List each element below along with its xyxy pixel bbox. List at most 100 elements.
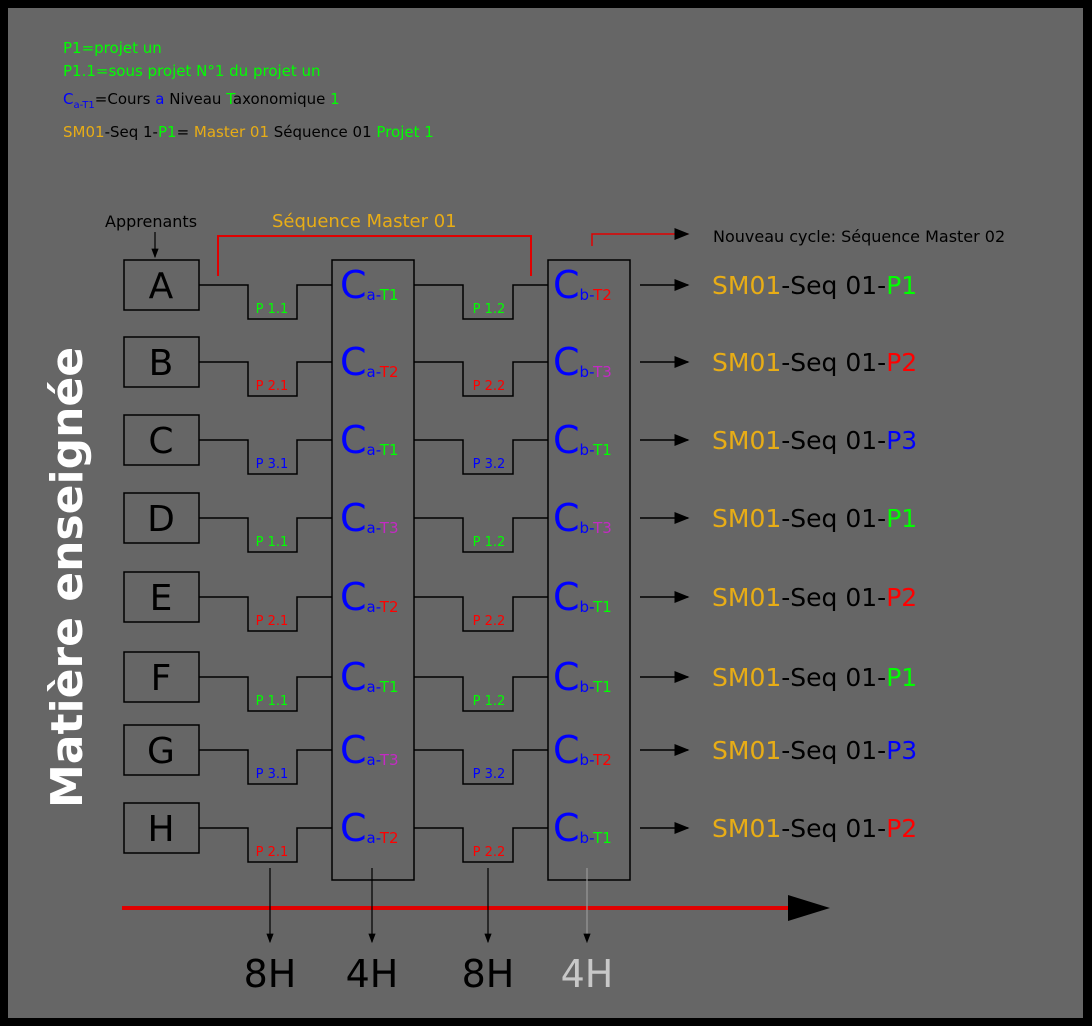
legend-text3: axonomique xyxy=(233,90,330,108)
course-b-label: Cb-T2 xyxy=(553,728,612,772)
learner-row: D P 1.1 P 1.2 Ca-T3 Cb-T3 SM01-Seq 01-P1 xyxy=(123,492,917,553)
learners-label: Apprenants xyxy=(105,212,197,231)
output-label: SM01-Seq 01-P3 xyxy=(712,426,917,455)
project-label-2: P 2.2 xyxy=(473,614,506,629)
project-label-1: P 1.1 xyxy=(256,302,289,317)
sequence-bracket xyxy=(217,235,532,276)
project-label-1: P 2.1 xyxy=(256,614,289,629)
output-label: SM01-Seq 01-P2 xyxy=(712,348,917,377)
course-b-label: Cb-T1 xyxy=(553,806,612,850)
legend-line-3: Ca-T1=Cours a Niveau Taxonomique 1 xyxy=(63,90,340,111)
background-panel xyxy=(8,8,1083,1018)
legend-line-4: SM01-Seq 1-P1= Master 01 Séquence 01 Pro… xyxy=(63,123,434,141)
course-b-label: Cb-T1 xyxy=(553,575,612,619)
project-path-1 xyxy=(199,517,332,553)
learner-letter: D xyxy=(147,499,175,540)
project-path-2 xyxy=(414,361,548,397)
output-label: SM01-Seq 01-P1 xyxy=(712,504,917,533)
project-path-1 xyxy=(199,361,332,397)
learner-row: C P 3.1 P 3.2 Ca-T1 Cb-T1 SM01-Seq 01-P3 xyxy=(123,414,917,475)
legend-master: Master 01 xyxy=(194,123,269,141)
project-label-2: P 2.2 xyxy=(473,845,506,860)
project-path-1 xyxy=(199,596,332,632)
output-label: SM01-Seq 01-P1 xyxy=(712,663,917,692)
output-label: SM01-Seq 01-P1 xyxy=(712,271,917,300)
project-label-2: P 3.2 xyxy=(473,767,506,782)
project-label-1: P 3.1 xyxy=(256,767,289,782)
learner-letter: C xyxy=(148,421,173,462)
duration-label: 4H xyxy=(561,952,614,996)
duration-label: 4H xyxy=(346,952,399,996)
project-path-2 xyxy=(414,596,548,632)
project-path-1 xyxy=(199,749,332,785)
legend-eq: = xyxy=(177,123,194,141)
project-path-2 xyxy=(414,676,548,712)
duration-label: 8H xyxy=(462,952,515,996)
output-label: SM01-Seq 01-P3 xyxy=(712,736,917,765)
output-label: SM01-Seq 01-P2 xyxy=(712,583,917,612)
course-b-label: Cb-T1 xyxy=(553,655,612,699)
learner-letter: B xyxy=(149,343,174,384)
project-path-2 xyxy=(414,517,548,553)
project-path-2 xyxy=(414,439,548,475)
legend: P1=projet un P1.1=sous projet N°1 du pro… xyxy=(63,39,434,141)
legend-line-2: P1.1=sous projet N°1 du projet un xyxy=(63,62,321,80)
legend-line-1: P1=projet un xyxy=(63,39,162,57)
course-a-label: Ca-T1 xyxy=(340,418,399,462)
learner-letter: F xyxy=(151,658,172,699)
legend-c: C xyxy=(63,90,73,108)
course-b-label: Cb-T2 xyxy=(553,263,612,307)
legend-projet: Projet 1 xyxy=(376,123,433,141)
project-path-2 xyxy=(414,284,548,320)
side-title: Matière enseignée xyxy=(42,347,93,808)
legend-t: T xyxy=(225,90,236,108)
legend-p: P1 xyxy=(158,123,177,141)
legend-one: 1 xyxy=(330,90,340,108)
course-a-label: Ca-T2 xyxy=(340,806,399,850)
project-label-2: P 3.2 xyxy=(473,457,506,472)
learner-letter: E xyxy=(150,578,173,619)
course-b-label: Cb-T3 xyxy=(553,340,612,384)
course-a-label: Ca-T2 xyxy=(340,340,399,384)
legend-sequence: Séquence 01 xyxy=(269,123,376,141)
project-label-2: P 1.2 xyxy=(473,535,506,550)
legend-c-sub: a-T1 xyxy=(73,100,94,111)
course-column-a xyxy=(331,259,415,881)
project-label-1: P 2.1 xyxy=(256,379,289,394)
project-path-2 xyxy=(414,749,548,785)
legend-a: a xyxy=(155,90,164,108)
project-label-2: P 1.2 xyxy=(473,694,506,709)
legend-text1: =Cours xyxy=(95,90,155,108)
project-label-1: P 3.1 xyxy=(256,457,289,472)
project-label-1: P 2.1 xyxy=(256,845,289,860)
learner-row: F P 1.1 P 1.2 Ca-T1 Cb-T1 SM01-Seq 01-P1 xyxy=(123,651,917,712)
course-a-label: Ca-T3 xyxy=(340,728,399,772)
project-path-1 xyxy=(199,827,332,863)
output-label: SM01-Seq 01-P2 xyxy=(712,814,917,843)
project-label-1: P 1.1 xyxy=(256,535,289,550)
course-b-label: Cb-T3 xyxy=(553,496,612,540)
course-a-label: Ca-T3 xyxy=(340,496,399,540)
next-cycle-arrow xyxy=(591,228,690,246)
sequence-label: Séquence Master 01 xyxy=(272,211,457,232)
project-path-1 xyxy=(199,284,332,320)
learner-row: B P 2.1 P 2.2 Ca-T2 Cb-T3 SM01-Seq 01-P2 xyxy=(123,336,917,397)
legend-sm: SM01 xyxy=(63,123,105,141)
project-path-2 xyxy=(414,827,548,863)
project-label-2: P 1.2 xyxy=(473,302,506,317)
project-label-1: P 1.1 xyxy=(256,694,289,709)
course-a-label: Ca-T1 xyxy=(340,655,399,699)
project-path-1 xyxy=(199,676,332,712)
project-label-2: P 2.2 xyxy=(473,379,506,394)
next-cycle-label: Nouveau cycle: Séquence Master 02 xyxy=(713,227,1005,246)
course-b-label: Cb-T1 xyxy=(553,418,612,462)
legend-text2: Niveau xyxy=(164,90,226,108)
learner-letter: G xyxy=(147,731,175,772)
legend-seq: -Seq 1- xyxy=(105,123,158,141)
